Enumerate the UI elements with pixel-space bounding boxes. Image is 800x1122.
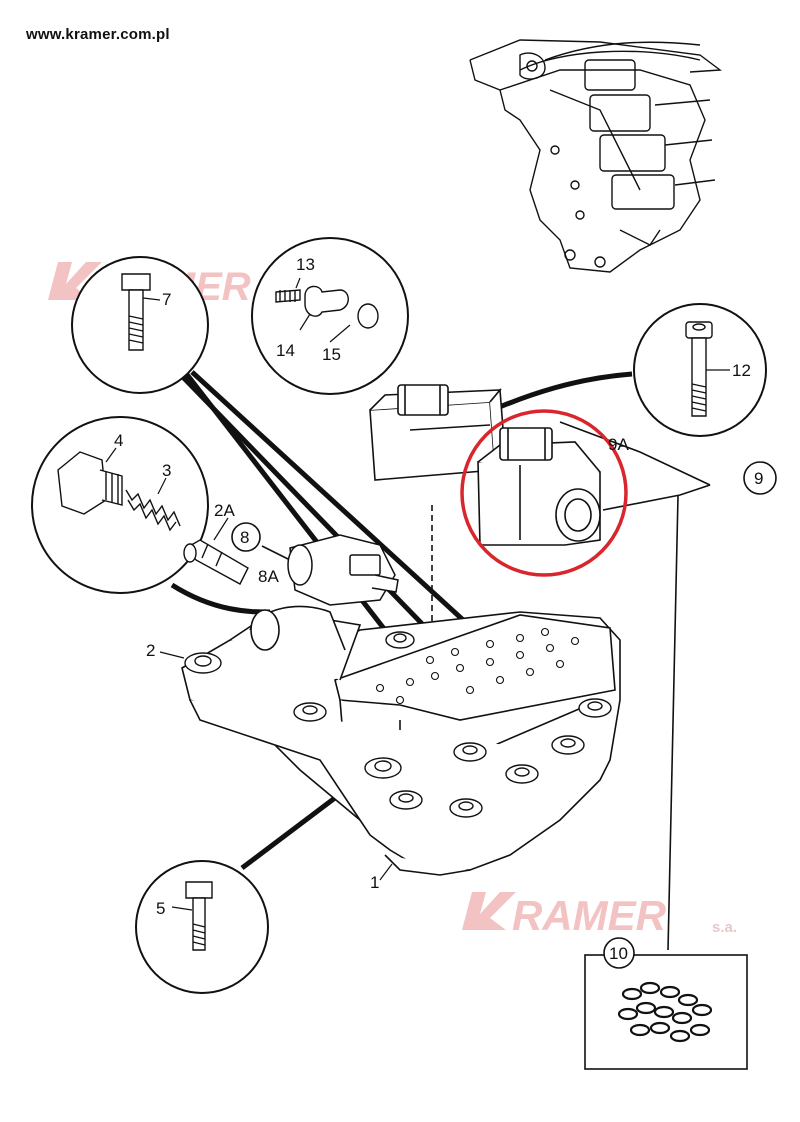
label-12: 12	[732, 361, 751, 380]
solenoid-coil-9a	[477, 427, 601, 546]
label-14: 14	[276, 341, 295, 360]
thin-leaders	[261, 421, 711, 951]
bolt-12-icon	[685, 321, 713, 417]
bolt-5-icon	[185, 881, 213, 951]
detail-circle-7: 7	[71, 256, 209, 394]
fitting-14-icon	[304, 285, 349, 317]
watermark-bottom: RAMER s.a.	[462, 892, 737, 939]
label-8a: 8A	[258, 567, 279, 586]
solenoid-8a	[287, 534, 399, 606]
screw-13-icon	[275, 289, 301, 303]
callout-9: 9	[743, 461, 777, 495]
label-1: 1	[370, 873, 379, 892]
detail-circle-13-14-15: 13 14 15	[251, 237, 409, 395]
label-4: 4	[114, 431, 123, 450]
o-ring-15-icon	[357, 303, 379, 329]
o-ring-kit-box-10: 10	[584, 937, 748, 1070]
website-url[interactable]: www.kramer.com.pl	[26, 26, 170, 43]
svg-text:RAMER: RAMER	[512, 892, 667, 939]
bolt-7-icon	[121, 273, 151, 351]
spool-2a	[183, 539, 249, 585]
highlight-circle	[460, 409, 628, 577]
o-rings-icon	[617, 981, 713, 1043]
port-holes	[375, 627, 580, 705]
label-2a: 2A	[214, 501, 235, 520]
label-5: 5	[156, 899, 165, 918]
label-7: 7	[162, 290, 171, 309]
callout-8: 8	[231, 522, 261, 552]
svg-text:s.a.: s.a.	[712, 919, 737, 936]
label-2: 2	[146, 641, 155, 660]
overview-assembly	[469, 39, 722, 273]
label-9: 9	[754, 469, 763, 488]
spring-3-icon	[125, 489, 181, 527]
label-13: 13	[296, 255, 315, 274]
label-3: 3	[162, 461, 171, 480]
detail-circle-5: 5	[135, 860, 269, 994]
label-8: 8	[240, 528, 249, 547]
detail-circle-12: 12	[633, 303, 767, 437]
detail-circle-4-3: 4 3	[31, 416, 209, 594]
mounting-bosses	[184, 631, 612, 818]
label-10: 10	[609, 944, 628, 963]
label-15: 15	[322, 345, 341, 364]
label-9a: 9A	[608, 435, 629, 454]
valve-block	[181, 605, 621, 876]
